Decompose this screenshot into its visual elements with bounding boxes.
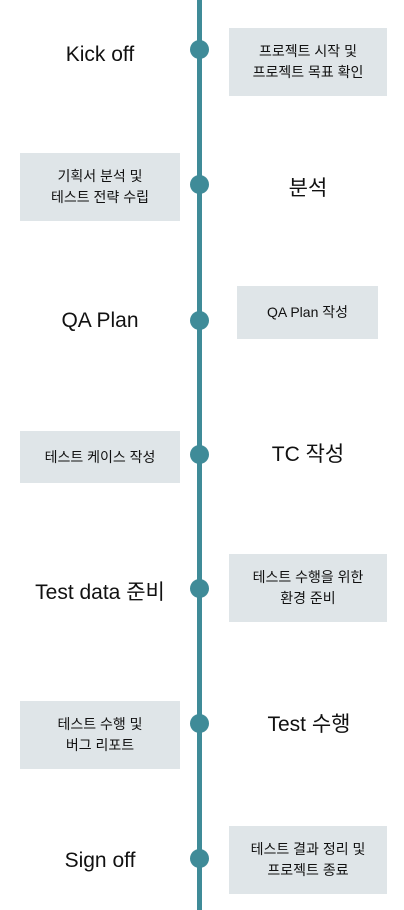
phase-label: TC 작성 (271, 443, 345, 466)
phase-label: Test 수행 (267, 713, 351, 736)
description-box: 테스트 수행 및 버그 리포트 (20, 701, 180, 769)
phase-label: Test data 준비 (35, 581, 165, 604)
description-box: 테스트 결과 정리 및 프로젝트 종료 (229, 826, 387, 894)
timeline-dot (190, 714, 209, 733)
description-box: QA Plan 작성 (237, 286, 378, 339)
phase-label: QA Plan (61, 309, 139, 332)
phase-label: Sign off (64, 849, 136, 872)
timeline-dot (190, 175, 209, 194)
description-box: 테스트 수행을 위한 환경 준비 (229, 554, 387, 622)
timeline-dot (190, 445, 209, 464)
description-box: 테스트 케이스 작성 (20, 431, 180, 483)
phase-label: 분석 (288, 177, 328, 200)
description-box: 프로젝트 시작 및 프로젝트 목표 확인 (229, 28, 387, 96)
description-box: 기획서 분석 및 테스트 전략 수립 (20, 153, 180, 221)
timeline-dot (190, 40, 209, 59)
timeline-dot (190, 849, 209, 868)
timeline-dot (190, 579, 209, 598)
timeline-dot (190, 311, 209, 330)
phase-label: Kick off (65, 43, 135, 66)
